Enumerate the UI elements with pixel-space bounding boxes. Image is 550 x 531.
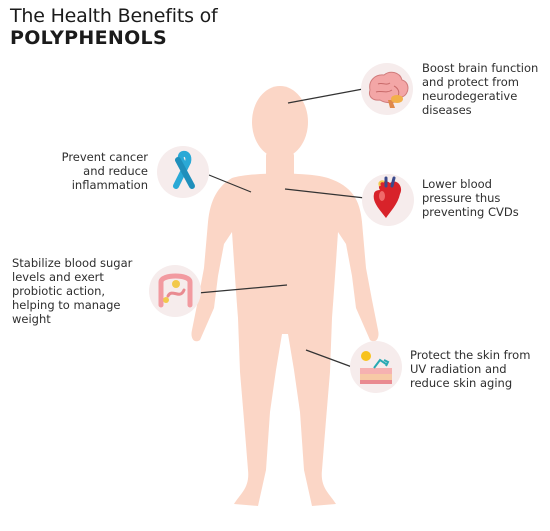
intestine-icon (158, 273, 193, 308)
benefit-brain-label: Boost brain function and protect from ne… (422, 61, 539, 117)
benefit-skin-label: Protect the skin from UV radiation and r… (410, 348, 531, 390)
human-body-silhouette (191, 86, 379, 506)
awareness-ribbon-icon (173, 150, 195, 189)
connector-cancer (208, 174, 252, 193)
connector-skin (305, 349, 353, 368)
brain-icon (369, 71, 409, 108)
heart-icon (373, 176, 402, 218)
connector-lines (197, 88, 366, 368)
benefit-heart-label: Lower blood pressure thus preventing CVD… (422, 177, 519, 219)
benefit-cancer-label: Prevent cancer and reduce inflammation (61, 150, 148, 192)
page-title: The Health Benefits of POLYPHENOLS (10, 5, 218, 50)
benefit-gut-label: Stabilize blood sugar levels and exert p… (12, 256, 133, 326)
title-line-2: POLYPHENOLS (10, 26, 167, 49)
connector-heart (284, 188, 366, 199)
connector-brain (287, 88, 364, 104)
title-line-1: The Health Benefits of (10, 5, 218, 27)
skin-sun-icon (360, 351, 392, 384)
connector-gut (197, 284, 288, 294)
